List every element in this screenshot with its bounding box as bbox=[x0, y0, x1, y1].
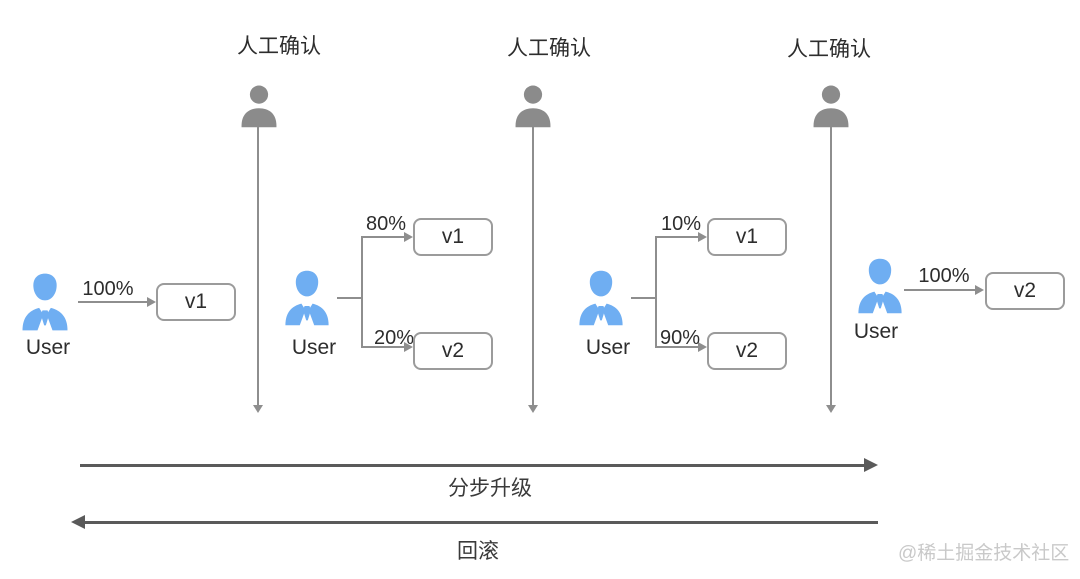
arrow-right-icon bbox=[698, 342, 707, 352]
flow-arrow bbox=[361, 346, 406, 348]
version-label: v1 bbox=[441, 225, 465, 248]
upgrade-label: 分步升级 bbox=[448, 477, 532, 500]
version-box: v1 bbox=[156, 283, 236, 321]
user-label: User bbox=[25, 336, 71, 359]
user-icon bbox=[285, 270, 329, 326]
traffic-percent: 20% bbox=[373, 327, 415, 349]
confirm-timeline bbox=[532, 127, 534, 407]
arrow-down-icon bbox=[826, 405, 836, 413]
arrow-down-icon bbox=[528, 405, 538, 413]
branch-line bbox=[361, 236, 363, 348]
branch-line bbox=[655, 236, 657, 348]
version-box: v1 bbox=[707, 218, 787, 256]
arrow-right-icon bbox=[404, 342, 413, 352]
arrow-right-icon bbox=[975, 285, 984, 295]
confirm-label: 人工确认 bbox=[237, 35, 321, 58]
user-icon bbox=[22, 273, 68, 331]
connector-line bbox=[337, 297, 362, 299]
version-label: v1 bbox=[735, 225, 759, 248]
version-box: v2 bbox=[707, 332, 787, 370]
flow-arrow bbox=[655, 236, 701, 238]
arrow-right-icon bbox=[864, 458, 878, 472]
confirm-timeline bbox=[830, 127, 832, 407]
version-label: v2 bbox=[441, 339, 465, 362]
user-icon bbox=[579, 270, 623, 326]
traffic-percent: 90% bbox=[659, 327, 701, 349]
version-label: v2 bbox=[735, 339, 759, 362]
user-label: User bbox=[291, 336, 337, 359]
flow-arrow bbox=[655, 346, 701, 348]
user-label: User bbox=[585, 336, 631, 359]
version-box: v2 bbox=[413, 332, 493, 370]
flow-arrow bbox=[361, 236, 406, 238]
rollback-label: 回滚 bbox=[457, 540, 499, 563]
confirm-timeline bbox=[257, 127, 259, 407]
traffic-percent: 10% bbox=[660, 213, 702, 235]
upgrade-arrow bbox=[80, 464, 866, 467]
flow-arrow bbox=[78, 301, 148, 303]
traffic-percent: 80% bbox=[365, 213, 407, 235]
person-icon bbox=[241, 85, 277, 128]
version-label: v2 bbox=[1013, 279, 1037, 302]
arrow-right-icon bbox=[698, 232, 707, 242]
traffic-percent: 100% bbox=[82, 278, 134, 300]
version-box: v2 bbox=[985, 272, 1065, 310]
arrow-right-icon bbox=[147, 297, 156, 307]
flow-arrow bbox=[904, 289, 976, 291]
arrow-left-icon bbox=[71, 515, 85, 529]
confirm-label: 人工确认 bbox=[787, 38, 871, 61]
connector-line bbox=[631, 297, 656, 299]
arrow-down-icon bbox=[253, 405, 263, 413]
version-label: v1 bbox=[184, 290, 208, 313]
user-label: User bbox=[853, 320, 899, 343]
confirm-label: 人工确认 bbox=[507, 37, 591, 60]
arrow-right-icon bbox=[404, 232, 413, 242]
person-icon bbox=[813, 85, 849, 128]
traffic-percent: 100% bbox=[918, 265, 970, 287]
person-icon bbox=[515, 85, 551, 128]
version-box: v1 bbox=[413, 218, 493, 256]
rollback-arrow bbox=[85, 521, 878, 524]
user-icon bbox=[858, 258, 902, 314]
watermark: @稀土掘金技术社区 bbox=[898, 543, 1070, 564]
